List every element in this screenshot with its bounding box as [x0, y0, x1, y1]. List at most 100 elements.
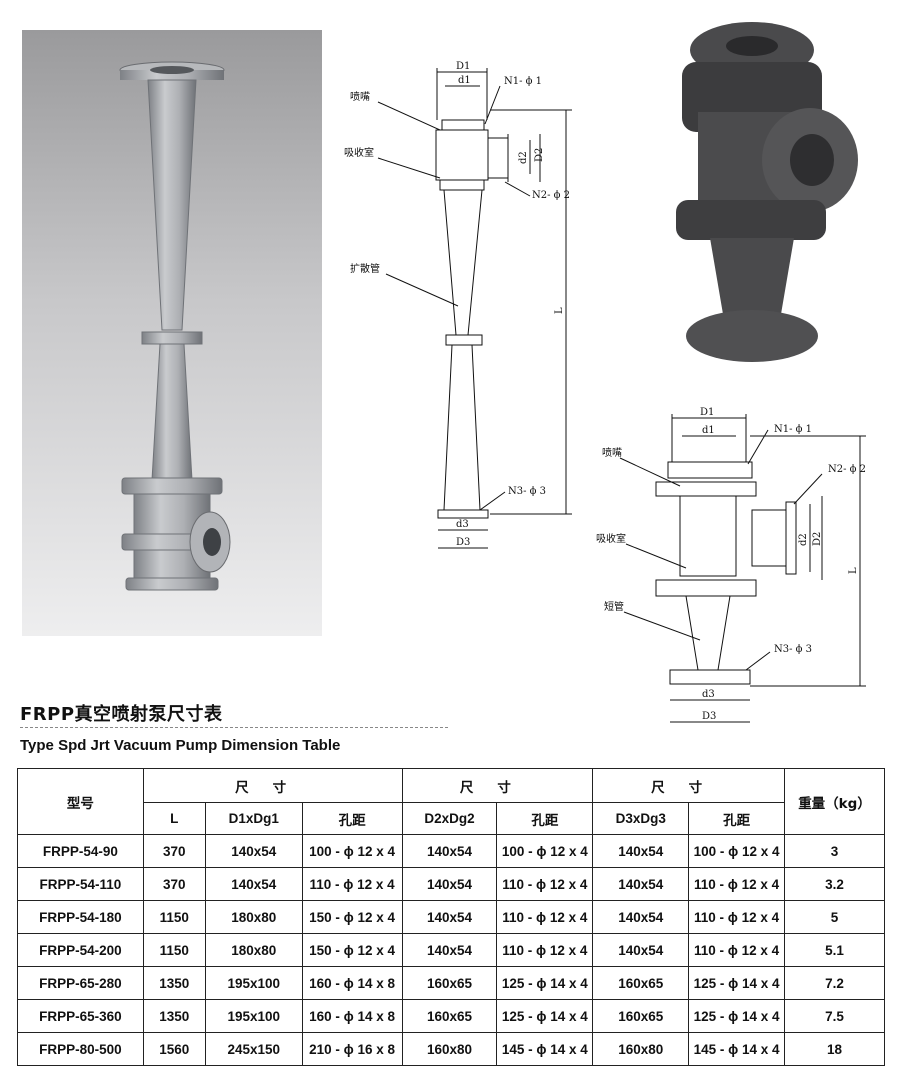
cell-D1: 195x100 [204, 966, 303, 1000]
cell-hole2: 125 - ϕ 14 x 4 [496, 966, 594, 1000]
cell-D2: 160x65 [401, 966, 498, 1000]
cell-hole1: 160 - ϕ 14 x 8 [301, 999, 403, 1033]
header-model: 型号 [17, 768, 144, 835]
table-title-cn: FRPP真空喷射泵尺寸表 [20, 704, 223, 725]
dim-d2: d2 [518, 151, 529, 164]
cell-L: 1350 [142, 999, 206, 1033]
cell-model: FRPP-54-110 [17, 867, 144, 901]
cell-hole1: 210 - ϕ 16 x 8 [301, 1032, 403, 1066]
label2-N2: N2- ϕ 2 [828, 464, 866, 475]
label2-nozzle: 喷嘴 [602, 447, 622, 459]
table-row: FRPP-54-200 1150 180x80 150 - ϕ 12 x 4 1… [17, 933, 885, 967]
cell-hole1: 160 - ϕ 14 x 8 [301, 966, 403, 1000]
dim2-d1: d1 [702, 425, 715, 436]
table-row: FRPP-54-180 1150 180x80 150 - ϕ 12 x 4 1… [17, 900, 885, 934]
cell-L: 370 [142, 834, 206, 868]
cell-L: 370 [142, 867, 206, 901]
dim2-D2: D2 [812, 532, 823, 546]
cell-hole1: 150 - ϕ 12 x 4 [301, 900, 403, 934]
table-title-en: Type Spd Jrt Vacuum Pump Dimension Table [20, 737, 341, 754]
long-pump-drawing: 喷嘴 吸收室 扩散管 D1 d1 N1- ϕ 1 d2 D2 N2- ϕ 2 L… [340, 60, 590, 560]
cell-model: FRPP-65-280 [17, 966, 144, 1000]
cell-L: 1150 [142, 933, 206, 967]
header-size-3: 尺寸 [592, 768, 786, 803]
title-divider [20, 727, 448, 728]
cell-hole3: 110 - ϕ 12 x 4 [688, 933, 786, 967]
cell-hole3: 100 - ϕ 12 x 4 [688, 834, 786, 868]
label-suction-chamber: 吸收室 [344, 146, 374, 159]
label2-N3: N3- ϕ 3 [774, 644, 812, 655]
cell-hole2: 110 - ϕ 12 x 4 [496, 933, 594, 967]
cell-D1: 180x80 [204, 900, 303, 934]
cell-weight: 7.5 [784, 999, 885, 1033]
cell-D3: 140x54 [592, 834, 690, 868]
dim-d1: d1 [458, 75, 471, 86]
cell-D1: 180x80 [204, 933, 303, 967]
cell-D2: 140x54 [401, 900, 498, 934]
cell-hole3: 145 - ϕ 14 x 4 [688, 1032, 786, 1066]
cell-weight: 18 [784, 1032, 885, 1066]
cell-hole2: 125 - ϕ 14 x 4 [496, 999, 594, 1033]
cell-hole1: 100 - ϕ 12 x 4 [301, 834, 403, 868]
header-size-1: 尺寸 [142, 768, 403, 803]
cell-hole3: 125 - ϕ 14 x 4 [688, 966, 786, 1000]
label-nozzle: 喷嘴 [350, 91, 370, 103]
cell-D2: 160x80 [401, 1032, 498, 1066]
dark-pump-photo [662, 2, 882, 374]
dim2-D1: D1 [700, 407, 714, 418]
cell-D3: 160x80 [592, 1032, 690, 1066]
dim-D2: D2 [534, 148, 545, 162]
header-weight: 重量（kg） [784, 768, 885, 835]
dim2-L: L [848, 567, 859, 574]
cell-weight: 5.1 [784, 933, 885, 967]
cell-hole2: 145 - ϕ 14 x 4 [496, 1032, 594, 1066]
cell-D3: 140x54 [592, 933, 690, 967]
cell-hole2: 110 - ϕ 12 x 4 [496, 900, 594, 934]
dim2-d3: d3 [702, 689, 715, 700]
label2-N1: N1- ϕ 1 [774, 424, 812, 435]
dim-D1: D1 [456, 61, 470, 72]
cell-hole2: 110 - ϕ 12 x 4 [496, 867, 594, 901]
header-size-2: 尺寸 [401, 768, 594, 803]
subheader-D3xDg3: D3xDg3 [592, 802, 690, 835]
dim-d3: d3 [456, 519, 469, 530]
subheader-L: L [142, 802, 206, 835]
cell-weight: 7.2 [784, 966, 885, 1000]
table-row: FRPP-65-280 1350 195x100 160 - ϕ 14 x 8 … [17, 966, 885, 1000]
cell-D1: 245x150 [204, 1032, 303, 1066]
cell-model: FRPP-54-180 [17, 900, 144, 934]
table-row: FRPP-65-360 1350 195x100 160 - ϕ 14 x 8 … [17, 999, 885, 1033]
cell-D1: 140x54 [204, 867, 303, 901]
table-row: FRPP-80-500 1560 245x150 210 - ϕ 16 x 8 … [17, 1032, 885, 1066]
subheader-D2xDg2: D2xDg2 [401, 802, 498, 835]
cell-weight: 3 [784, 834, 885, 868]
cell-weight: 5 [784, 900, 885, 934]
cell-hole3: 110 - ϕ 12 x 4 [688, 900, 786, 934]
cell-hole1: 110 - ϕ 12 x 4 [301, 867, 403, 901]
cell-weight: 3.2 [784, 867, 885, 901]
cell-D1: 140x54 [204, 834, 303, 868]
table-row: FRPP-54-110 370 140x54 110 - ϕ 12 x 4 14… [17, 867, 885, 901]
cell-L: 1350 [142, 966, 206, 1000]
cell-D2: 140x54 [401, 933, 498, 967]
label-N2: N2- ϕ 2 [532, 190, 570, 201]
subheader-hole-3: 孔距 [688, 802, 786, 835]
cell-D2: 160x65 [401, 999, 498, 1033]
cell-L: 1560 [142, 1032, 206, 1066]
dimension-table: 型号 尺寸 尺寸 尺寸 重量（kg） L D1xDg1 孔距 D2xDg2 孔距… [17, 768, 885, 1066]
cell-model: FRPP-65-360 [17, 999, 144, 1033]
vertical-pump-photo [22, 30, 322, 636]
dim-D3: D3 [456, 537, 470, 548]
cell-D3: 160x65 [592, 999, 690, 1033]
cell-D1: 195x100 [204, 999, 303, 1033]
label-N1: N1- ϕ 1 [504, 76, 542, 87]
dim2-d2: d2 [798, 533, 809, 546]
label2-suction-chamber: 吸收室 [596, 532, 626, 545]
cell-D2: 140x54 [401, 867, 498, 901]
dim2-D3: D3 [702, 711, 716, 722]
subheader-hole-2: 孔距 [496, 802, 594, 835]
cell-hole3: 125 - ϕ 14 x 4 [688, 999, 786, 1033]
cell-D3: 140x54 [592, 900, 690, 934]
subheader-D1xDg1: D1xDg1 [204, 802, 303, 835]
dim-L: L [554, 307, 565, 314]
